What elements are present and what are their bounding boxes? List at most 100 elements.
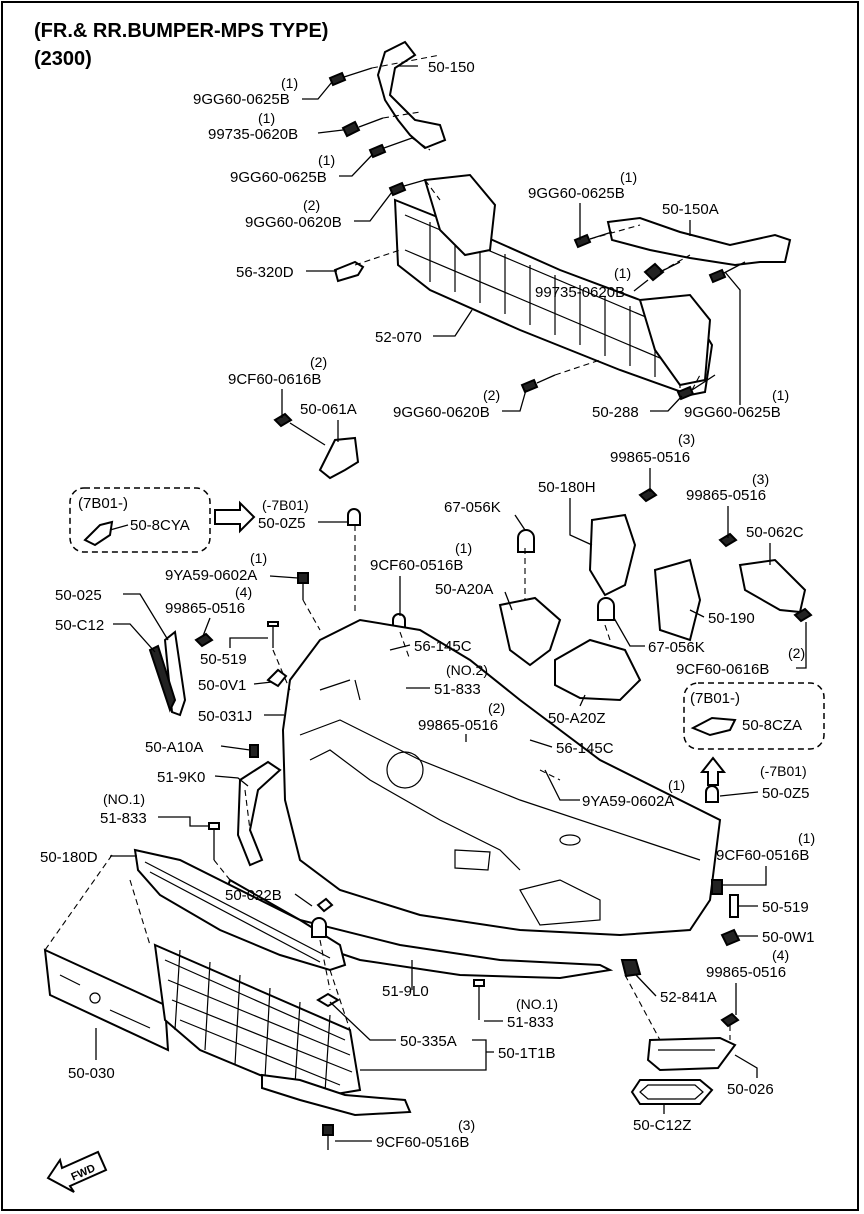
label-qty: (3) <box>752 471 769 487</box>
label-no: (NO.2) <box>446 662 488 678</box>
bracket-50-150 <box>376 40 447 150</box>
rivet-icon <box>267 621 279 648</box>
label-qty: (1) <box>668 777 685 793</box>
label-50-8cza: 50-8CZA <box>742 717 802 734</box>
label-50-c12z: 50-C12Z <box>633 1117 691 1134</box>
label-50-a20z: 50-A20Z <box>548 710 606 727</box>
bolt-icon <box>708 261 746 284</box>
label-50-150a: 50-150A <box>662 201 719 218</box>
label-qty: (1) <box>258 110 275 126</box>
label-99865-0516: 99865-0516 <box>686 487 766 504</box>
label-56-320d: 56-320D <box>236 264 294 281</box>
label-50-a10a: 50-A10A <box>145 739 203 756</box>
label-51-833: 51-833 <box>434 681 481 698</box>
label-50-519: 50-519 <box>200 651 247 668</box>
label-99865-0516: 99865-0516 <box>610 449 690 466</box>
arrow-up-icon <box>699 756 727 786</box>
label-code: (7B01-) <box>78 495 128 512</box>
label-99865-0516: 99865-0516 <box>706 964 786 981</box>
label-99865-0516: 99865-0516 <box>165 600 245 617</box>
label-50-0v1: 50-0V1 <box>198 677 246 694</box>
clip-icon <box>333 260 365 283</box>
label-51-833: 51-833 <box>100 810 147 827</box>
fog-bezel-50-c12z <box>630 1079 714 1105</box>
bracket-50-061a <box>273 412 360 480</box>
clip-50-022b <box>311 897 334 938</box>
bolt-icon <box>368 137 413 159</box>
splash-shield-50-a20a <box>498 596 562 667</box>
label-51-833: 51-833 <box>507 1014 554 1031</box>
label-56-145c: 56-145C <box>414 638 472 655</box>
side-spoiler-51-9k0 <box>236 760 282 867</box>
label-51-9k0: 51-9K0 <box>157 769 205 786</box>
label-no: (NO.1) <box>516 996 558 1012</box>
bumper-reinforcement-52-070 <box>393 173 714 397</box>
label-qty: (2) <box>310 354 327 370</box>
label-50-288: 50-288 <box>592 404 639 421</box>
bolt-icon <box>341 117 384 138</box>
lower-grille-50-1t1b <box>153 943 412 1117</box>
label-9gg60-0625b: 9GG60-0625B <box>230 169 327 186</box>
label-9gg60-0625b: 9GG60-0625B <box>528 185 625 202</box>
label-qty: (1) <box>772 387 789 403</box>
flap-50-a10a <box>249 744 259 758</box>
trim-piece-50-8cza <box>690 716 737 737</box>
label-qty: (1) <box>250 550 267 566</box>
license-plate-bracket-50-030 <box>43 948 170 1052</box>
label-code: (7B01-) <box>690 690 740 707</box>
screw-icon <box>322 1124 334 1150</box>
bolt-icon <box>388 179 426 197</box>
label-99735-0620b: 99735-0620B <box>535 284 625 301</box>
label-56-145c: 56-145C <box>556 740 614 757</box>
label-9gg60-0625b: 9GG60-0625B <box>684 404 781 421</box>
label-50-030: 50-030 <box>68 1065 115 1082</box>
label-50-150: 50-150 <box>428 59 475 76</box>
fwd-arrow-icon: FWD <box>46 1150 108 1193</box>
bracket-50-190 <box>653 558 702 642</box>
label-50-0z5: 50-0Z5 <box>258 515 306 532</box>
bolt-icon <box>328 67 373 87</box>
label-qty: (2) <box>488 700 505 716</box>
label-qty: (1) <box>614 265 631 281</box>
label-50-519: 50-519 <box>762 899 809 916</box>
label-qty: (2) <box>483 387 500 403</box>
grille-50-180d <box>133 848 347 972</box>
label-qty: (2) <box>303 197 320 213</box>
label-50-061a: 50-061A <box>300 401 357 418</box>
label-qty: (1) <box>620 169 637 185</box>
label-50-190: 50-190 <box>708 610 755 627</box>
label-9cf60-0616b: 9CF60-0616B <box>228 371 321 388</box>
screw-icon <box>194 632 214 648</box>
rivet-icon <box>208 822 485 1020</box>
label-50-1t1b: 50-1T1B <box>498 1045 556 1062</box>
label-50-062c: 50-062C <box>746 524 804 541</box>
label-51-9l0: 51-9L0 <box>382 983 429 1000</box>
bracket-50-180h <box>588 487 658 597</box>
bolt-icon <box>297 572 309 600</box>
label-99865-0516: 99865-0516 <box>418 717 498 734</box>
clip-icon <box>347 508 361 526</box>
label-9cf60-0616b: 9CF60-0616B <box>676 661 769 678</box>
label-qty: (1) <box>281 75 298 91</box>
label-9cf60-0516b: 9CF60-0516B <box>376 1134 469 1151</box>
label-50-8cya: 50-8CYA <box>130 517 190 534</box>
fog-garnish-50-026 <box>646 1036 737 1072</box>
label-50-031j: 50-031J <box>198 708 252 725</box>
bolt-icon <box>520 374 556 394</box>
label-code: (-7B01) <box>262 497 309 513</box>
label-qty: (3) <box>458 1117 475 1133</box>
arrow-right-icon <box>214 500 256 534</box>
clip-50-0z5-right <box>705 785 719 803</box>
label-99735-0620b: 99735-0620B <box>208 126 298 143</box>
label-50-a20a: 50-A20A <box>435 581 493 598</box>
clip-icon <box>620 879 741 1028</box>
label-9cf60-0516b: 9CF60-0516B <box>370 557 463 574</box>
splash-shield-50-a20z <box>554 638 642 702</box>
variant-box-left <box>69 487 211 553</box>
label-50-0w1: 50-0W1 <box>762 929 815 946</box>
label-9ya59-0602a: 9YA59-0602A <box>582 793 674 810</box>
front-bumper-50-031j <box>281 618 722 937</box>
label-67-056k: 67-056K <box>648 639 705 656</box>
